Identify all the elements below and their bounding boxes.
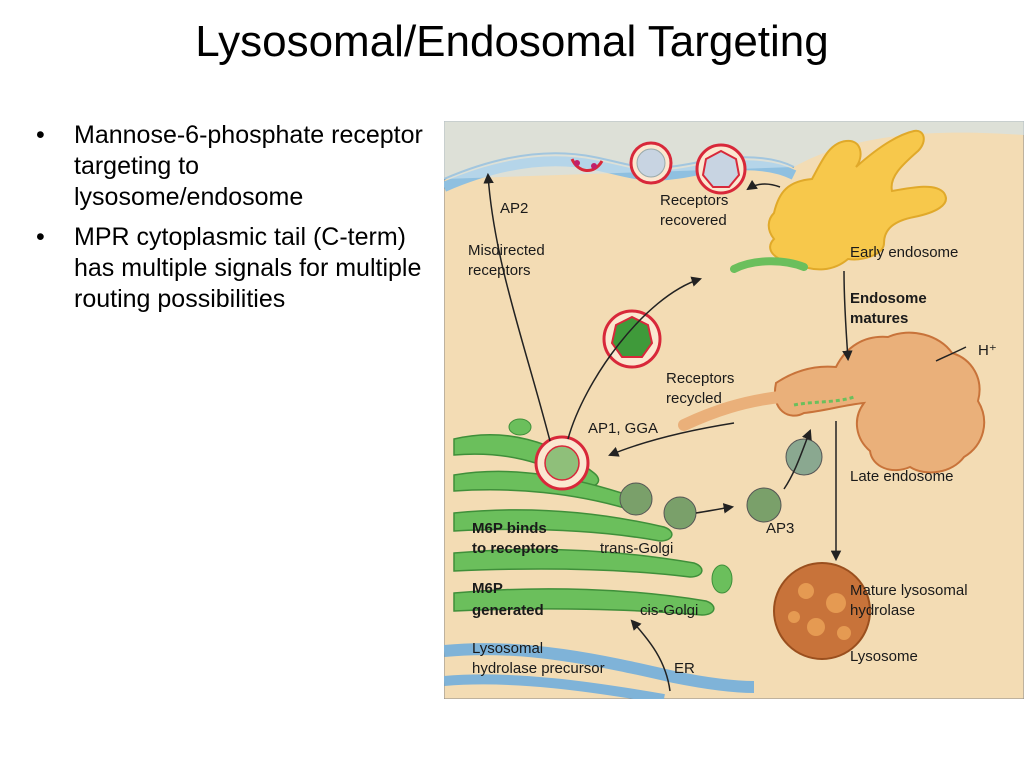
label-hydrolase-precursor: Lysosomal xyxy=(472,640,543,657)
label-misdirected: Misdirected xyxy=(468,242,545,259)
bullet-item: • Mannose-6-phosphate receptor targeting… xyxy=(36,120,426,213)
label-trans-golgi: trans-Golgi xyxy=(600,540,673,557)
lysosome xyxy=(773,562,871,660)
label-m6p-binds: to receptors xyxy=(472,540,559,557)
bullet-list: • Mannose-6-phosphate receptor targeting… xyxy=(36,120,426,324)
label-m6p-generated: generated xyxy=(472,602,544,619)
slide-title: Lysosomal/Endosomal Targeting xyxy=(195,17,829,66)
bullet-marker: • xyxy=(36,121,45,149)
bullet-marker: • xyxy=(36,223,45,251)
label-er: ER xyxy=(674,660,695,677)
early-endosome xyxy=(730,129,947,273)
pathway-arrows xyxy=(483,172,967,692)
label-receptors-recovered: Receptors xyxy=(660,192,728,209)
label-hydrolase-precursor: hydrolase precursor xyxy=(472,660,605,677)
free-coated-vesicle xyxy=(602,309,662,369)
label-receptors-recovered: recovered xyxy=(660,212,727,229)
endoplasmic-reticulum xyxy=(444,643,755,699)
clathrin-vesicle xyxy=(629,141,673,185)
label-ap2: AP2 xyxy=(500,200,528,217)
coated-pit xyxy=(570,158,604,172)
label-cis-golgi: cis-Golgi xyxy=(640,602,698,619)
label-misdirected: receptors xyxy=(468,262,531,279)
clathrin-vesicle xyxy=(695,143,747,195)
label-m6p-generated: M6P xyxy=(472,580,503,597)
label-receptors-recycled: Receptors xyxy=(666,370,734,387)
bullet-text: MPR cytoplasmic tail (C-term) has multip… xyxy=(74,223,422,313)
label-endosome-matures: Endosome xyxy=(850,290,927,307)
label-hplus: H⁺ xyxy=(978,342,997,359)
trafficking-diagram: AP2 Misdirected receptors Receptors reco… xyxy=(444,121,1024,699)
label-mature-hydrolase: hydrolase xyxy=(850,602,915,619)
tgn-coated-vesicle xyxy=(534,435,590,491)
label-endosome-matures: matures xyxy=(850,310,908,327)
late-endosome xyxy=(678,331,986,474)
label-ap3: AP3 xyxy=(766,520,794,537)
bullet-text: Mannose-6-phosphate receptor targeting t… xyxy=(74,121,423,211)
label-receptors-recycled: recycled xyxy=(666,390,722,407)
label-late-endosome: Late endosome xyxy=(850,468,953,485)
label-m6p-binds: M6P binds xyxy=(472,520,547,537)
label-lysosome: Lysosome xyxy=(850,648,918,665)
label-early-endosome: Early endosome xyxy=(850,244,958,261)
bullet-item: • MPR cytoplasmic tail (C-term) has mult… xyxy=(36,222,426,315)
ap3-vesicle xyxy=(619,438,823,530)
label-mature-hydrolase: Mature lysosomal xyxy=(850,582,968,599)
label-ap1-gga: AP1, GGA xyxy=(588,420,658,437)
